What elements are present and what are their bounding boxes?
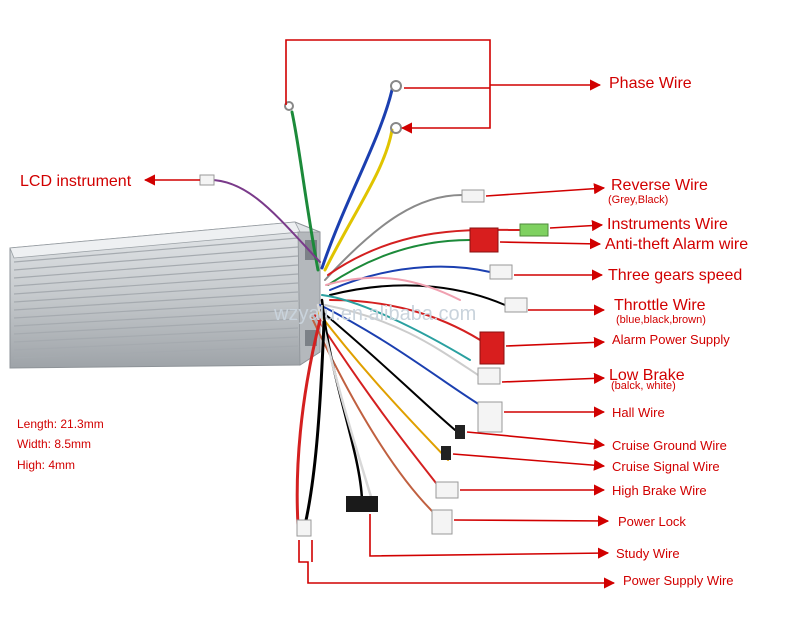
label-hall-wire: Hall Wire <box>612 405 665 420</box>
cruise-ground-connector <box>455 425 465 439</box>
connectors <box>199 80 549 537</box>
study-connector <box>346 496 378 512</box>
power-supply-arrow <box>298 540 616 589</box>
label-cruise-ground-wire: Cruise Ground Wire <box>612 438 727 453</box>
study-arrow <box>369 514 610 559</box>
cruise-ground-arrow <box>466 431 606 450</box>
label-alarm-power-supply: Alarm Power Supply <box>612 332 730 347</box>
label-study-wire: Study Wire <box>616 546 680 561</box>
label-lcd-instrument: LCD instrument <box>20 173 132 190</box>
power-supply-connector <box>296 519 312 537</box>
cruise-signal-arrow <box>452 453 606 471</box>
spec-high: High: 4mm <box>17 458 76 472</box>
alarm-power-arrow <box>505 336 606 349</box>
hall-connector <box>477 401 503 433</box>
label-phase-wire: Phase Wire <box>609 75 692 92</box>
instruments-connector <box>519 223 549 237</box>
phase-terminal-yellow <box>390 122 402 134</box>
label-high-brake-wire: High Brake Wire <box>612 483 707 498</box>
phase-terminal-green <box>284 101 294 111</box>
instruments-arrow <box>549 219 604 232</box>
cruise-signal-connector <box>441 446 451 460</box>
three-gears-connector <box>489 264 513 280</box>
throttle-connector <box>504 297 528 313</box>
label-antitheft-alarm-wire: Anti-theft Alarm wire <box>605 236 749 253</box>
antitheft-arrow <box>499 238 602 250</box>
reverse-arrow <box>485 183 606 197</box>
label-cruise-signal-wire: Cruise Signal Wire <box>612 459 720 474</box>
label-power-supply-wire: Power Supply Wire <box>623 573 734 588</box>
lcd-connector <box>199 174 215 186</box>
label-low-brake-colors: (balck, white) <box>611 380 676 392</box>
label-low-brake: Low Brake <box>609 367 685 384</box>
controller-housing <box>9 221 321 369</box>
label-throttle-wire: Throttle Wire <box>614 297 706 314</box>
watermark: wzyalu.en.alibaba.com <box>274 303 477 325</box>
label-reverse-wire: Reverse Wire <box>611 177 708 194</box>
alarm-power-connector <box>479 331 505 365</box>
annotation-arrows <box>143 39 616 589</box>
low-brake-connector <box>477 367 501 385</box>
high-brake-connector <box>435 481 459 499</box>
spec-width: Width: 8.5mm <box>17 437 92 451</box>
wire-harness <box>209 88 521 527</box>
label-throttle-wire-colors: (blue,black,brown) <box>616 314 706 326</box>
label-instruments-wire: Instruments Wire <box>607 216 728 233</box>
reverse-connector <box>461 189 485 203</box>
label-three-gears-speed: Three gears speed <box>608 267 743 284</box>
phase-wire-arrow <box>285 39 491 134</box>
antitheft-connector <box>469 227 499 253</box>
phase-terminal-blue <box>390 80 402 92</box>
spec-length: Length: 21.3mm <box>17 417 104 431</box>
power-lock-arrow <box>453 515 610 527</box>
low-brake-arrow <box>501 372 606 384</box>
power-lock-connector <box>431 509 453 535</box>
label-power-lock: Power Lock <box>618 514 686 529</box>
label-reverse-wire-colors: (Grey,Black) <box>608 194 669 206</box>
